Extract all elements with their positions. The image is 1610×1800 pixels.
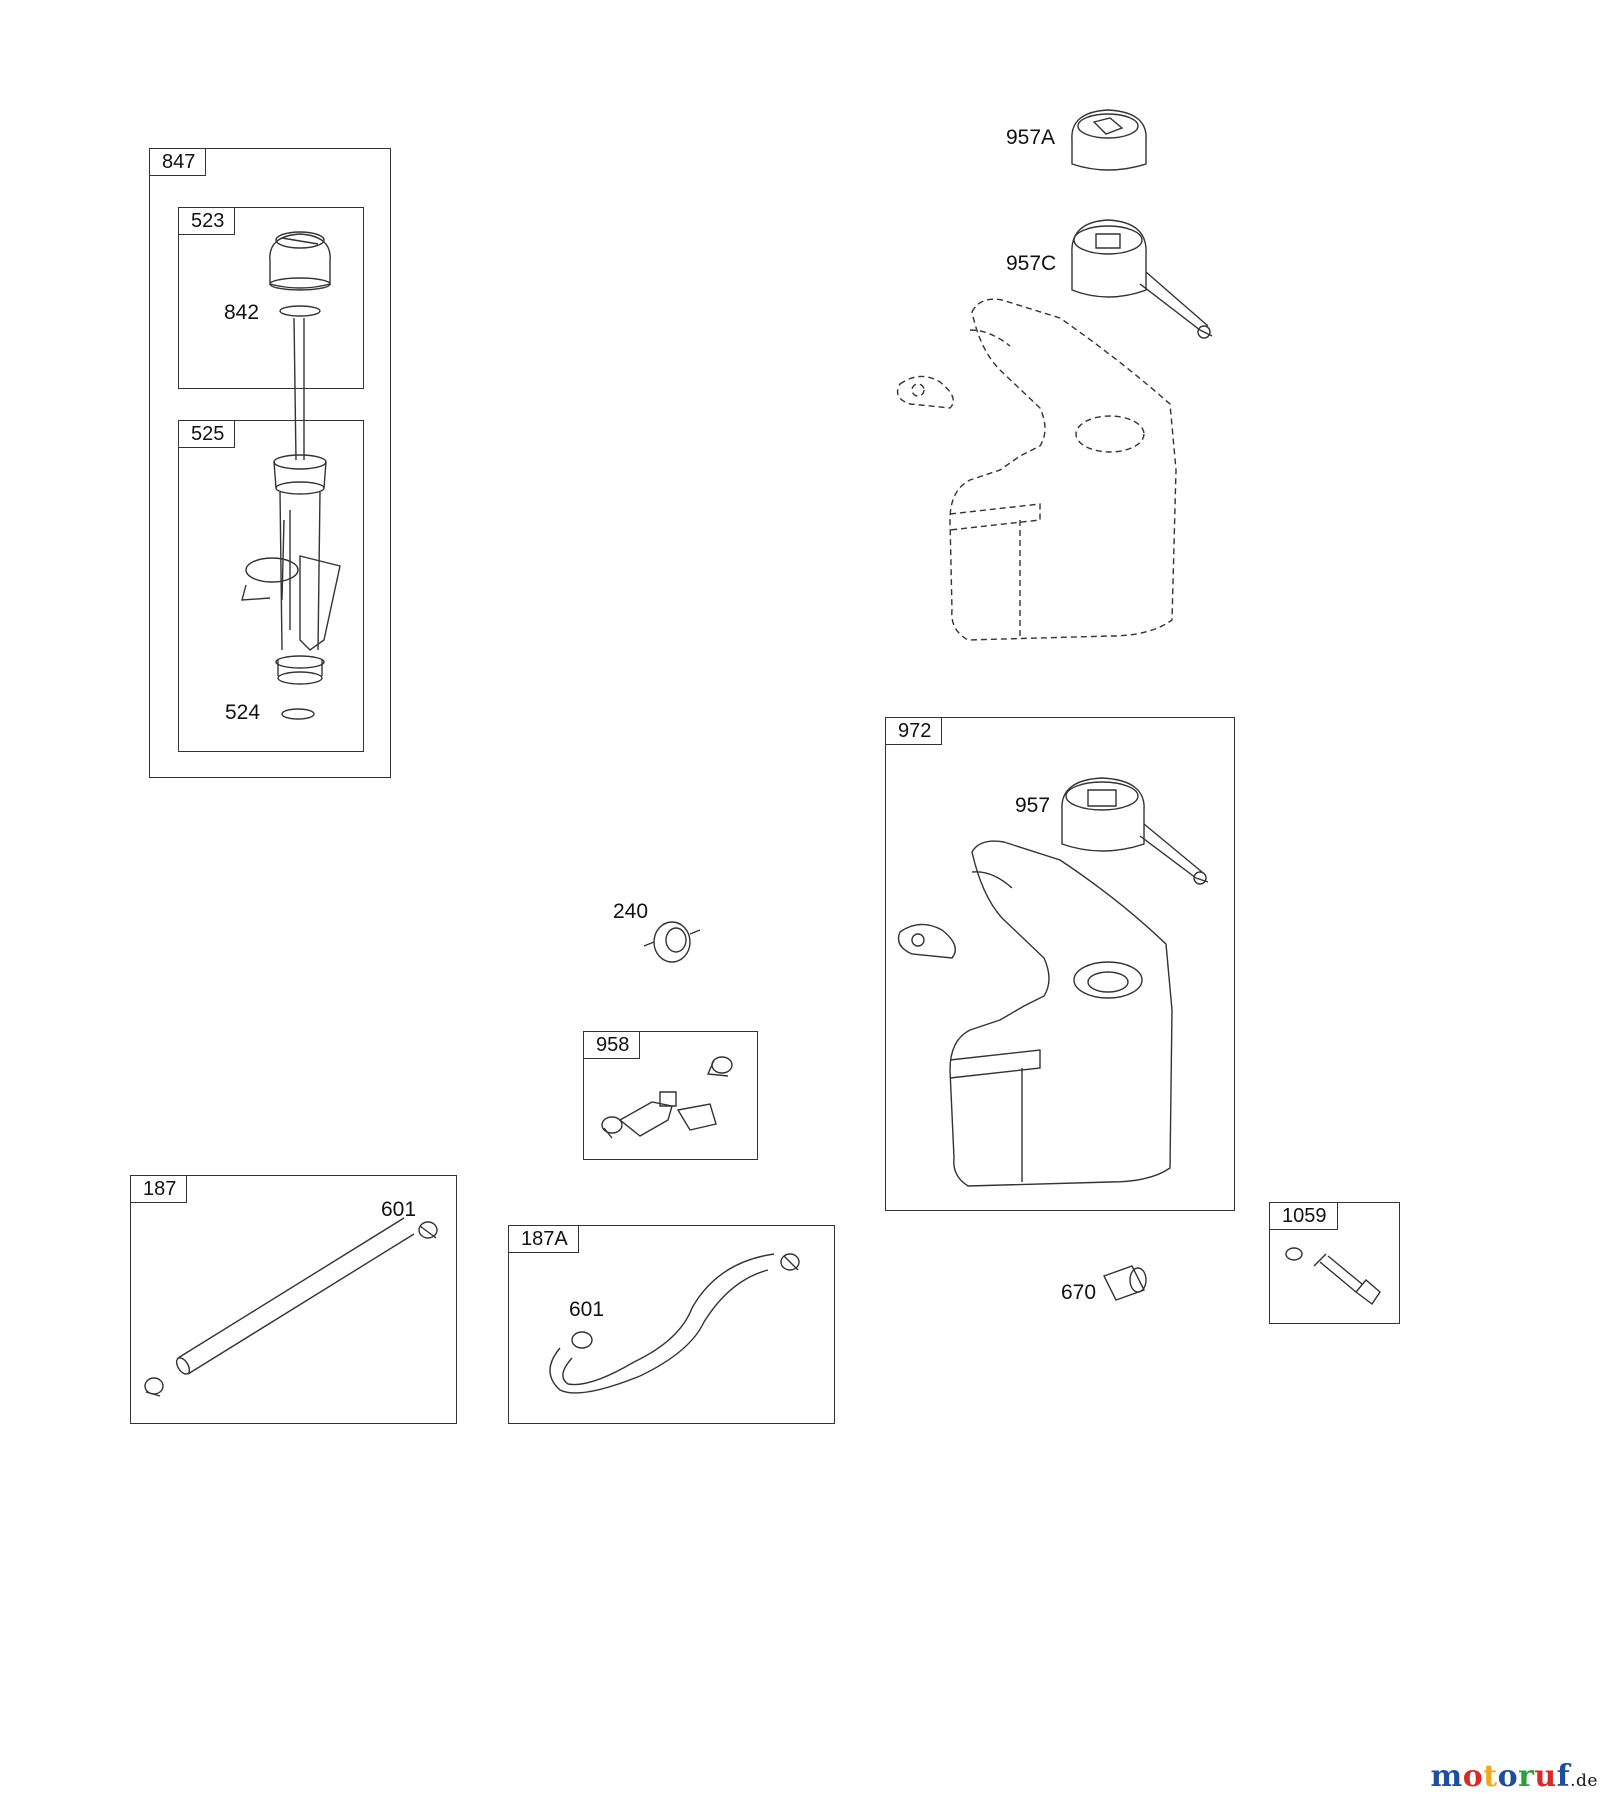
watermark-letter: t (1483, 1759, 1498, 1794)
fuel-cap-957-drawing (1062, 778, 1208, 884)
watermark-suffix: .de (1570, 1771, 1598, 1791)
fuel-cap-957a-drawing (1072, 110, 1146, 170)
group-label-972: 972 (885, 717, 943, 745)
watermark-letter: r (1518, 1759, 1535, 1794)
bolt-drawing (1286, 1248, 1380, 1304)
part-label-842: 842 (224, 301, 260, 324)
fuel-line-straight-drawing (145, 1218, 437, 1396)
dipstick-rod-drawing (294, 318, 304, 460)
group-label-523: 523 (178, 207, 236, 235)
part-label-957c: 957C (1006, 252, 1057, 275)
group-label-187: 187 (130, 1175, 188, 1203)
part-label-957: 957 (1015, 794, 1051, 817)
shutoff-valve-drawing (602, 1057, 732, 1138)
dipstick-cap-drawing (270, 232, 330, 316)
group-box-1059: 1059 (1269, 1202, 1400, 1324)
group-label-847: 847 (149, 148, 207, 176)
watermark-brand: motoruf (1430, 1759, 1570, 1794)
group-label-187a: 187A (508, 1225, 579, 1253)
part-label-670: 670 (1061, 1281, 1097, 1304)
part-label-601-curved: 601 (569, 1298, 605, 1321)
watermark-letter: o (1462, 1759, 1484, 1794)
group-box-958: 958 (583, 1031, 758, 1160)
group-box-525: 525 (178, 420, 364, 752)
group-label-525: 525 (178, 420, 236, 448)
watermark-letter: u (1534, 1759, 1557, 1794)
watermark-letter: f (1556, 1759, 1571, 1794)
group-box-847: 847 (149, 148, 391, 778)
part-label-957a: 957A (1006, 126, 1056, 149)
part-label-524: 524 (225, 701, 261, 724)
fuel-cap-957c-drawing (1072, 220, 1212, 338)
dipstick-tube-drawing (242, 455, 340, 719)
fuel-line-curved-drawing (550, 1254, 799, 1393)
watermark-logo: motoruf.de (1430, 1759, 1598, 1794)
part-label-240: 240 (613, 900, 649, 923)
part-label-601-straight: 601 (381, 1198, 417, 1221)
fuel-filter-drawing (644, 922, 700, 962)
fuel-tank-phantom-drawing (898, 299, 1176, 640)
group-box-972: 972 (885, 717, 1235, 1211)
watermark-letter: m (1430, 1759, 1463, 1794)
fuel-tank-drawing (899, 841, 1173, 1186)
spacer-drawing (1104, 1266, 1146, 1300)
group-box-523: 523 (178, 207, 364, 389)
group-label-1059: 1059 (1269, 1202, 1338, 1230)
group-label-958: 958 (583, 1031, 641, 1059)
group-box-187a: 187A (508, 1225, 835, 1424)
group-box-187: 187 (130, 1175, 457, 1424)
watermark-letter: o (1497, 1759, 1519, 1794)
